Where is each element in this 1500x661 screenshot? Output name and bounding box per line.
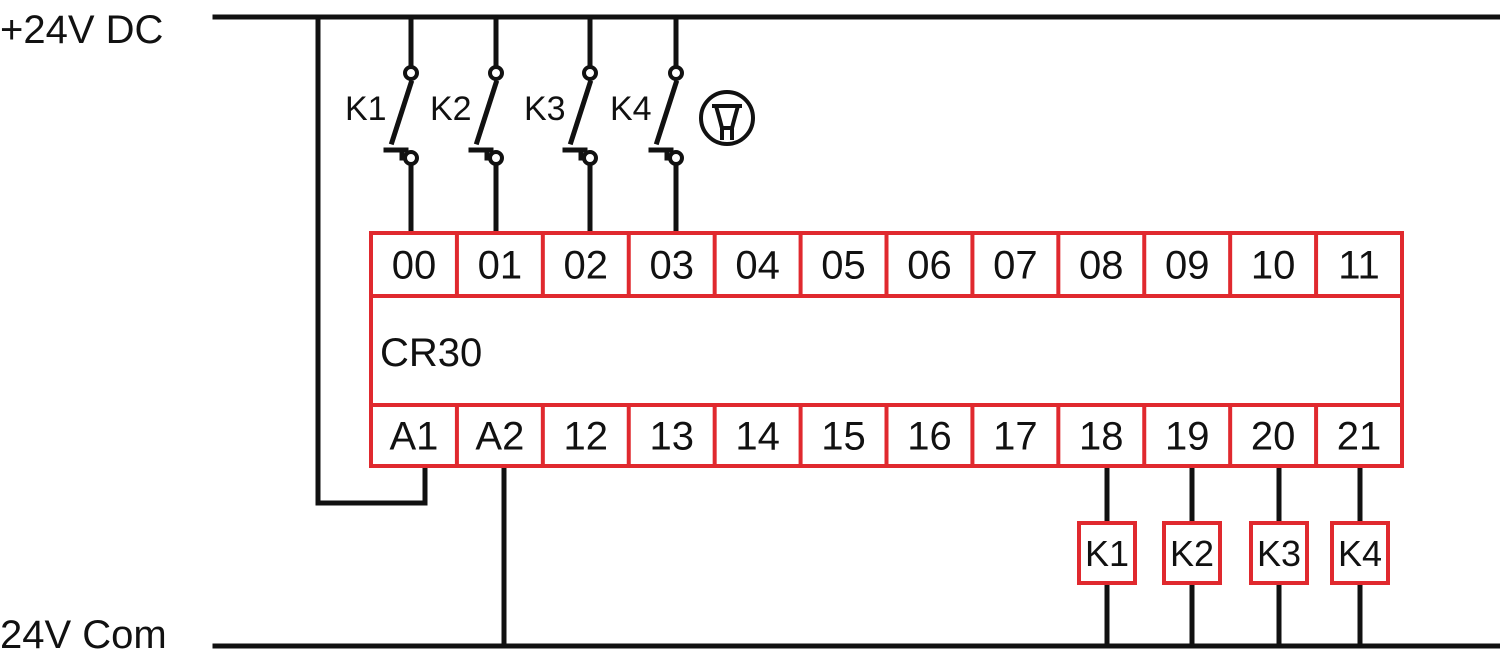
coil-label: K2 bbox=[1170, 533, 1214, 574]
bottom-terminal: 14 bbox=[735, 415, 780, 459]
switch-label: K3 bbox=[524, 90, 566, 128]
top-terminal: 02 bbox=[564, 244, 609, 288]
bottom-terminal: 16 bbox=[907, 415, 952, 459]
switch-k2: K2 bbox=[430, 14, 504, 235]
bottom-terminal: 20 bbox=[1251, 415, 1296, 459]
switch-k1: K1 bbox=[345, 14, 419, 235]
common-rail-label: 24V Com bbox=[0, 613, 167, 657]
bottom-terminal: 12 bbox=[564, 415, 609, 459]
switch-label: K1 bbox=[345, 90, 387, 128]
module-name: CR30 bbox=[380, 331, 482, 375]
bottom-terminal: 19 bbox=[1165, 415, 1210, 459]
coil-label: K3 bbox=[1257, 533, 1301, 574]
top-terminal: 05 bbox=[821, 244, 866, 288]
top-terminal: 04 bbox=[735, 244, 780, 288]
bottom-terminal: 17 bbox=[993, 415, 1038, 459]
bottom-terminal: A1 bbox=[389, 415, 438, 459]
bottom-terminal: 21 bbox=[1337, 415, 1382, 459]
positive-rail-label: +24V DC bbox=[0, 8, 163, 52]
bottom-terminal: 18 bbox=[1079, 415, 1124, 459]
bottom-terminal: A2 bbox=[475, 415, 524, 459]
top-terminal: 01 bbox=[478, 244, 523, 288]
emergency-stop-icon bbox=[699, 90, 755, 146]
coil-k2: K2 bbox=[1162, 468, 1222, 646]
coil-k4: K4 bbox=[1330, 468, 1390, 646]
switch-label: K4 bbox=[610, 90, 652, 128]
bottom-terminal-row: A1 A2 12 13 14 15 16 17 18 19 20 21 bbox=[389, 405, 1381, 466]
switch-k4: K4 bbox=[610, 14, 684, 235]
top-terminal: 00 bbox=[392, 244, 437, 288]
top-terminal: 06 bbox=[907, 244, 952, 288]
coil-label: K1 bbox=[1085, 533, 1129, 574]
bottom-terminal: 15 bbox=[821, 415, 866, 459]
top-terminal: 10 bbox=[1251, 244, 1296, 288]
coil-label: K4 bbox=[1338, 533, 1382, 574]
coil-branches: K1 K2 K3 K4 bbox=[1077, 468, 1390, 646]
bottom-terminal: 13 bbox=[649, 415, 694, 459]
coil-k1: K1 bbox=[1077, 468, 1137, 646]
top-terminal: 09 bbox=[1165, 244, 1210, 288]
switch-k3: K3 bbox=[524, 14, 598, 235]
top-terminal: 07 bbox=[993, 244, 1038, 288]
relay-module: 00 01 02 03 04 05 06 07 08 09 10 11 A1 A2 12 13 14 15 16 1… bbox=[369, 231, 1404, 468]
coil-k3: K3 bbox=[1249, 468, 1309, 646]
top-terminal: 03 bbox=[649, 244, 694, 288]
switch-label: K2 bbox=[430, 90, 472, 128]
a1-supply-wire bbox=[315, 14, 428, 506]
top-terminal: 08 bbox=[1079, 244, 1124, 288]
top-terminal-row: 00 01 02 03 04 05 06 07 08 09 10 11 bbox=[392, 233, 1380, 296]
switch-branches: K1 K2 K3 bbox=[345, 14, 684, 235]
top-terminal: 11 bbox=[1338, 244, 1380, 288]
